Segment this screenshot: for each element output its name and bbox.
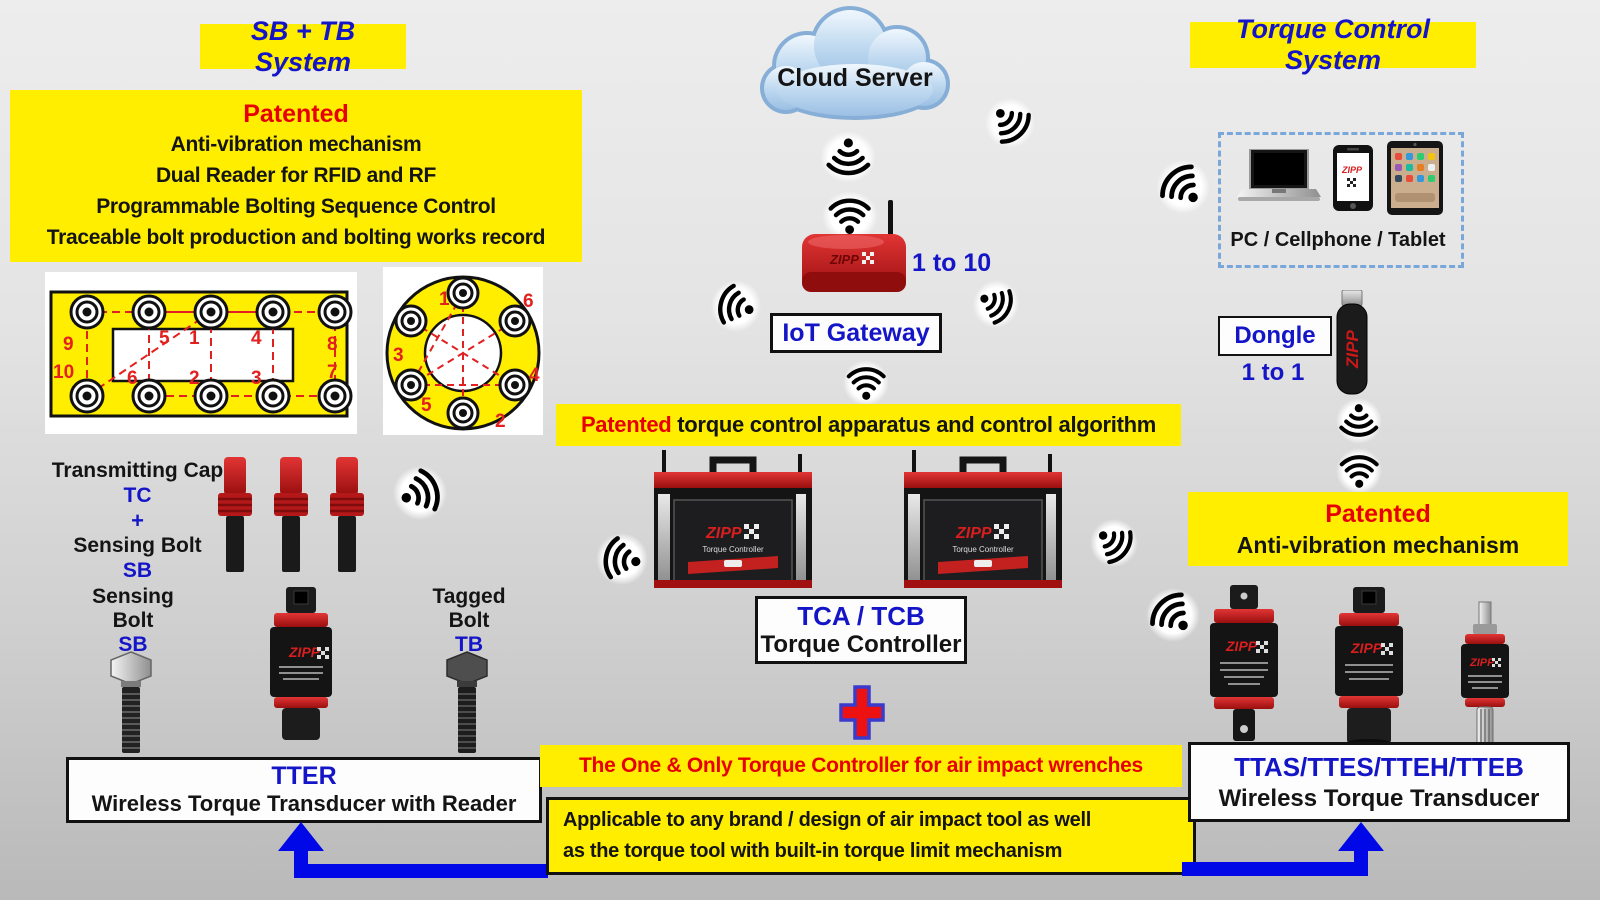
torque-transducer-image: ZIPP <box>1210 585 1278 741</box>
svg-text:8: 8 <box>327 334 338 355</box>
bolt-sequence-numbers: 1 6 4 2 5 3 <box>393 289 540 432</box>
svg-text:3: 3 <box>251 368 262 389</box>
circular-flange-diagram: 1 6 4 2 5 3 <box>383 267 543 435</box>
pc-group-label: PC / Cellphone / Tablet <box>1230 228 1446 251</box>
wifi-signal-icon <box>820 131 876 183</box>
feature-line: Dual Reader for RFID and RF <box>155 163 437 187</box>
wifi-signal-icon <box>705 274 767 338</box>
cloud-server-label: Cloud Server <box>777 64 933 92</box>
wifi-signal-icon <box>591 528 653 590</box>
rectangular-flange-diagram: 9 5 1 4 8 10 6 2 3 7 <box>45 272 357 434</box>
right-patented-box: Patented Anti-vibration mechanism <box>1188 492 1568 566</box>
svg-text:5: 5 <box>421 395 432 416</box>
wifi-signal-icon <box>974 87 1046 159</box>
svg-text:4: 4 <box>251 328 262 349</box>
feature-line: Anti-vibration mechanism <box>170 132 422 156</box>
svg-text:ZIPP: ZIPP <box>1225 638 1258 654</box>
svg-text:Torque Controller: Torque Controller <box>702 545 764 554</box>
torque-controller-image: ZIPP Torque Controller <box>904 450 1062 588</box>
cloud-server-image: Cloud Server <box>760 6 950 120</box>
plus-icon <box>839 685 885 740</box>
feature-line: Traceable bolt production and bolting wo… <box>46 225 546 249</box>
svg-text:2: 2 <box>189 368 200 389</box>
svg-text:4: 4 <box>529 365 540 386</box>
torque-transducer-image: ZIPP <box>1461 601 1509 748</box>
torque-controller-image: ZIPP Torque Controller <box>654 450 812 588</box>
left-system-title: SB + TB System <box>200 16 406 77</box>
wifi-signal-icon <box>1080 509 1148 577</box>
wifi-signal-icon <box>965 272 1027 336</box>
dongle-caption-box: Dongle <box>1218 316 1332 356</box>
dongle-ratio-label: 1 to 1 <box>1241 359 1305 386</box>
svg-text:10: 10 <box>53 362 74 383</box>
bolt-sequence-numbers: 9 5 1 4 8 10 6 2 3 7 <box>53 328 338 389</box>
patented-torque-control-bar: Patented torque control apparatus and co… <box>556 404 1181 446</box>
tter-transducer-image: ZIPP <box>270 587 332 740</box>
usb-dongle-image: ZIPP <box>1336 290 1368 395</box>
patented-heading: Patented <box>243 99 349 128</box>
svg-text:Torque Controller: Torque Controller <box>952 545 1014 554</box>
wifi-signal-icon <box>1144 148 1222 226</box>
iot-gateway-image: ZIPP <box>802 200 906 292</box>
arrow-up-left <box>278 822 324 851</box>
flange-bolts <box>69 294 353 414</box>
transmitting-caps-image <box>218 457 364 572</box>
svg-text:ZIPP: ZIPP <box>955 525 992 542</box>
sensing-bolt-label: Sensing Bolt SB <box>92 585 174 656</box>
wifi-signal-icon <box>822 191 878 241</box>
svg-text:ZIPP: ZIPP <box>829 252 859 267</box>
laptop-icon <box>1237 149 1321 201</box>
transmitting-cap-label: Transmitting Cap TC + Sensing Bolt SB <box>51 459 224 582</box>
arrow-segment <box>294 864 548 878</box>
wifi-signal-icon <box>843 360 889 406</box>
svg-text:1: 1 <box>439 289 450 310</box>
svg-text:ZIPP: ZIPP <box>1469 657 1495 669</box>
applicable-note-box: Applicable to any brand / design of air … <box>546 797 1196 875</box>
svg-text:3: 3 <box>393 345 404 366</box>
svg-text:ZIPP: ZIPP <box>705 525 742 542</box>
svg-text:2: 2 <box>495 411 506 432</box>
controller-caption-box: TCA / TCB Torque Controller <box>755 596 967 664</box>
svg-text:1: 1 <box>189 328 200 349</box>
svg-text:ZIPP: ZIPP <box>1343 330 1362 369</box>
iot-gateway-caption-box: IoT Gateway <box>770 313 942 353</box>
feature-line: Programmable Bolting Sequence Control <box>96 194 496 218</box>
svg-text:ZIPP: ZIPP <box>288 644 321 660</box>
svg-text:7: 7 <box>327 362 338 383</box>
svg-text:ZIPP: ZIPP <box>1350 640 1383 656</box>
tagged-bolt-image <box>446 651 488 753</box>
arrow-segment <box>1182 862 1368 876</box>
cellphone-icon: ZIPP <box>1333 145 1373 211</box>
svg-text:6: 6 <box>127 368 138 389</box>
one-and-only-bar: The One & Only Torque Controller for air… <box>540 745 1182 787</box>
sensing-bolt-image <box>110 651 152 753</box>
wifi-signal-icon <box>1336 398 1382 444</box>
svg-text:ZIPP: ZIPP <box>1341 165 1363 175</box>
wifi-signal-icon <box>385 458 455 528</box>
right-system-title: Torque Control System <box>1190 14 1476 75</box>
arrow-up-right <box>1338 822 1384 851</box>
gateway-ratio-label: 1 to 10 <box>912 249 992 277</box>
tablet-icon <box>1387 141 1443 215</box>
wifi-signal-icon <box>1336 448 1382 494</box>
torque-transducer-image: ZIPP <box>1335 587 1403 747</box>
svg-text:6: 6 <box>523 291 534 312</box>
tagged-bolt-label: Tagged Bolt TB <box>432 585 506 656</box>
left-patented-feature-box: Patented Anti-vibration mechanism Dual R… <box>10 90 582 262</box>
plus-text: + <box>131 508 144 533</box>
svg-text:9: 9 <box>63 334 74 355</box>
pc-group-box: ZIPP PC / Cellphone / Tablet <box>1218 132 1464 268</box>
ttas-caption-box: TTAS/TTES/TTEH/TTEB Wireless Torque Tran… <box>1188 742 1570 822</box>
tter-caption-box: TTER Wireless Torque Transducer with Rea… <box>66 757 542 823</box>
svg-text:5: 5 <box>159 328 170 349</box>
